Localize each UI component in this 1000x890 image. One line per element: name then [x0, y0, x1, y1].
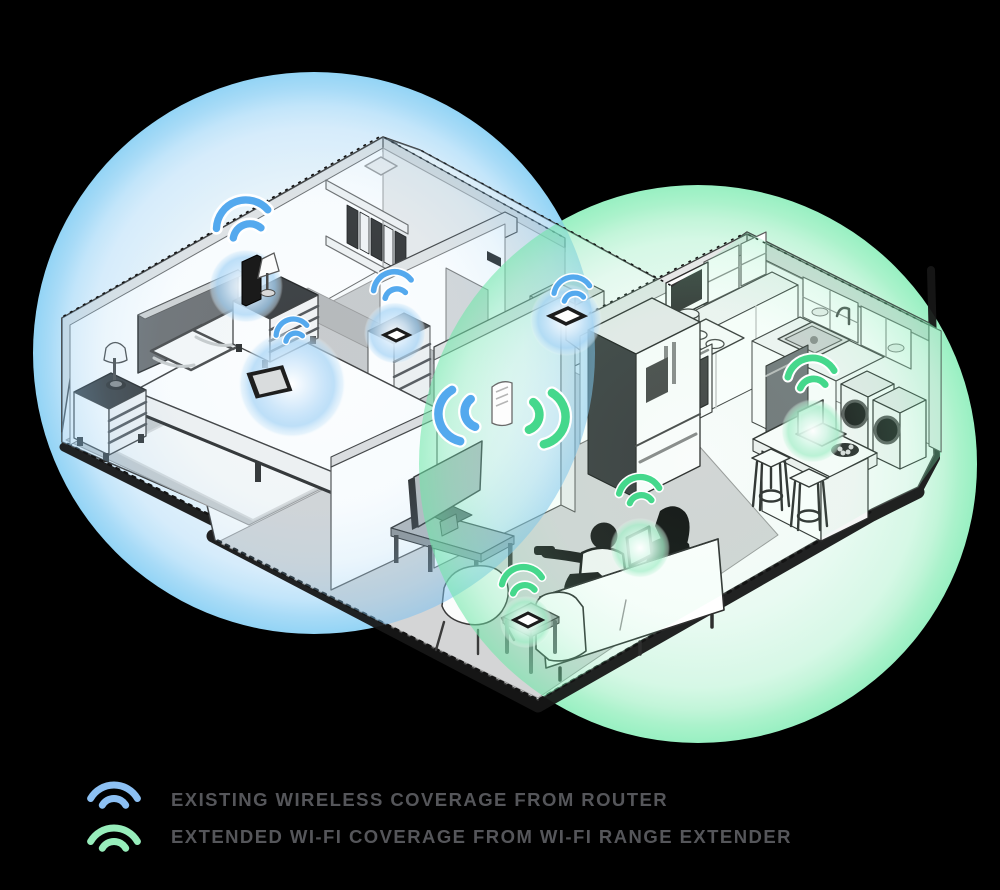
- svg-text:EXTENDED WI-FI COVERAGE FROM W: EXTENDED WI-FI COVERAGE FROM WI-FI RANGE…: [171, 826, 792, 847]
- svg-text:EXISTING WIRELESS COVERAGE FRO: EXISTING WIRELESS COVERAGE FROM ROUTER: [171, 789, 668, 810]
